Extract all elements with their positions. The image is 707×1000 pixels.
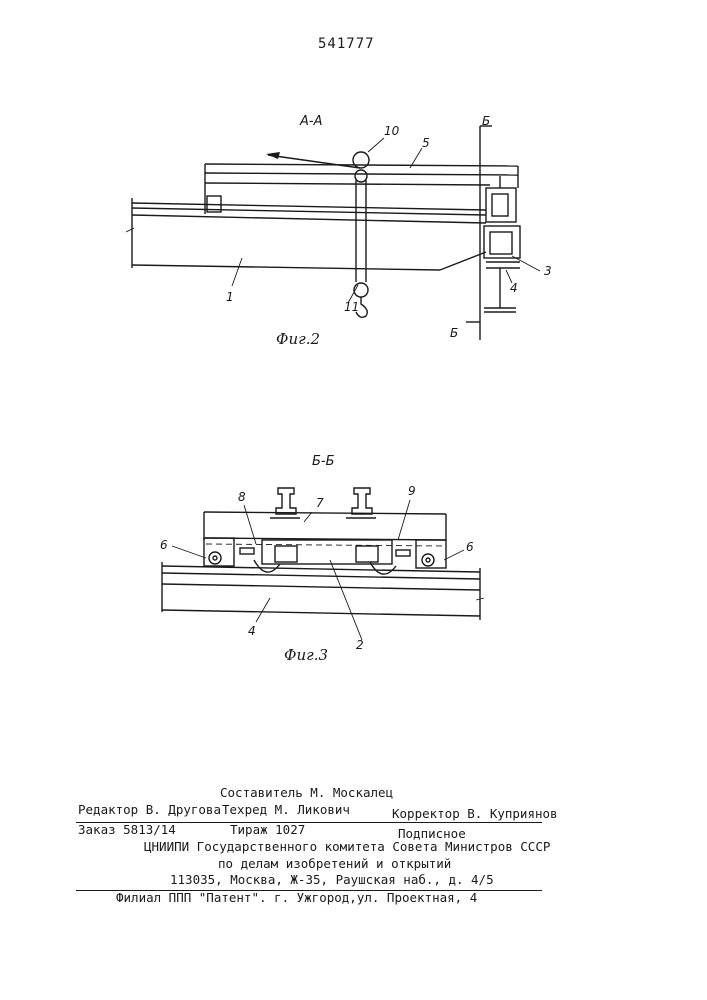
figure-3-caption: Фиг.3 [284, 646, 328, 664]
callout-4-fig3: 4 [248, 624, 256, 638]
imprint-address: 113035, Москва, Ж-35, Раушская наб., д. … [170, 872, 494, 887]
imprint-editor: Редактор В. Другова [78, 802, 221, 817]
callout-2: 2 [356, 638, 364, 652]
callout-9: 9 [408, 484, 416, 498]
section-label-b-b: Б-Б [312, 454, 335, 469]
imprint-institute-line2: по делам изобретений и открытий [218, 856, 451, 871]
imprint-branch: Филиал ППП "Патент". г. Ужгород,ул. Прое… [116, 890, 477, 905]
imprint-institute-line1: ЦНИИПИ Государственного комитета Совета … [144, 839, 550, 854]
callout-6-left: 6 [160, 538, 168, 552]
imprint-circulation: Тираж 1027 [230, 822, 305, 837]
imprint-tech-editor: Техред М. Ликович [222, 802, 350, 817]
imprint-corrector: Корректор В. Куприянов [392, 806, 558, 821]
imprint-order: Заказ 5813/14 [78, 822, 176, 837]
imprint-compiler: Составитель М. Москалец [220, 785, 393, 800]
callout-6-right: 6 [466, 540, 474, 554]
callout-7: 7 [316, 496, 324, 510]
callout-8: 8 [238, 490, 246, 504]
